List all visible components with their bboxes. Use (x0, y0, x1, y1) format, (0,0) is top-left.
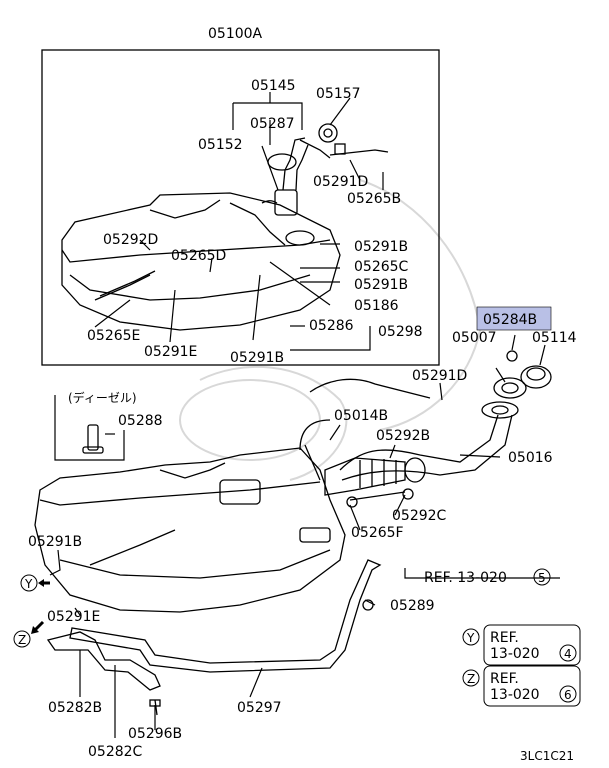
highlight-05284B (476, 306, 552, 331)
label-05282C: 05282C (88, 744, 143, 760)
svg-text:Y: Y (466, 631, 475, 645)
label-05291D-mid: 05291D (412, 368, 467, 384)
label-05016: 05016 (508, 450, 553, 466)
label-05297: 05297 (237, 700, 282, 716)
label-05186: 05186 (354, 298, 399, 314)
diesel-part (54, 395, 125, 461)
label-05291B-r1: 05291B (354, 239, 408, 255)
label-05282B: 05282B (48, 700, 102, 716)
label-05157: 05157 (316, 86, 361, 102)
label-05292D: 05292D (103, 232, 158, 248)
svg-text:13-020: 13-020 (490, 646, 540, 662)
label-05265B: 05265B (347, 191, 401, 207)
svg-text:6: 6 (564, 688, 572, 702)
label-y: Y (24, 577, 33, 591)
fuel-cap (493, 350, 552, 399)
label-ref-13-020-5: REF. 13-020 (424, 570, 507, 586)
arrow-z: Z (13, 620, 45, 648)
label-05288: 05288 (118, 413, 163, 429)
label-05291B-box: 05291B (230, 350, 284, 366)
label-05291B-r2: 05291B (354, 277, 408, 293)
label-05265C: 05265C (354, 259, 409, 275)
label-05145: 05145 (251, 78, 296, 94)
upper-fuel-tank (61, 189, 341, 331)
ref-box-z: Z REF. 13-020 6 (462, 665, 581, 707)
tank-strap (46, 559, 382, 716)
filler-neck (309, 378, 519, 508)
ref-5-circle (533, 568, 551, 586)
label-05291B-low: 05291B (28, 534, 82, 550)
label-05287: 05287 (250, 116, 295, 132)
label-05291D-top: 05291D (313, 174, 368, 190)
lower-fuel-tank (34, 419, 346, 613)
svg-text:REF.: REF. (490, 671, 519, 687)
leader-lines (49, 92, 560, 738)
part-labels: 05100A 05145 05157 05287 05152 05291D 05… (28, 26, 577, 760)
upper-assembly-frame (41, 49, 440, 366)
label-05284B: 05284B (483, 312, 537, 328)
label-05298: 05298 (378, 324, 423, 340)
label-05286: 05286 (309, 318, 354, 334)
label-z: Z (18, 633, 26, 647)
label-05100A: 05100A (208, 26, 263, 42)
svg-text:13-020: 13-020 (490, 687, 540, 703)
label-05014B: 05014B (334, 408, 388, 424)
label-05292B: 05292B (376, 428, 430, 444)
svg-text:4: 4 (564, 647, 572, 661)
label-ref-5: 5 (538, 571, 546, 585)
label-diesel: (ディーゼル) (68, 390, 137, 405)
ref-box-y: Y REF. 13-020 4 (462, 624, 581, 666)
label-05291E-box: 05291E (144, 344, 197, 360)
label-05265F: 05265F (351, 525, 404, 541)
label-05289: 05289 (390, 598, 435, 614)
svg-text:Z: Z (467, 672, 475, 686)
label-05265E: 05265E (87, 328, 140, 344)
label-05114: 05114 (532, 330, 577, 346)
diagram-code: 3LC1C21 (520, 749, 574, 763)
label-05007: 05007 (452, 330, 497, 346)
label-05291E-low: 05291E (47, 609, 100, 625)
svg-text:REF.: REF. (490, 630, 519, 646)
label-05292C: 05292C (392, 508, 447, 524)
arrow-y: Y (20, 574, 50, 592)
label-05296B: 05296B (128, 726, 182, 742)
label-05265D: 05265D (171, 248, 226, 264)
label-05152: 05152 (198, 137, 243, 153)
